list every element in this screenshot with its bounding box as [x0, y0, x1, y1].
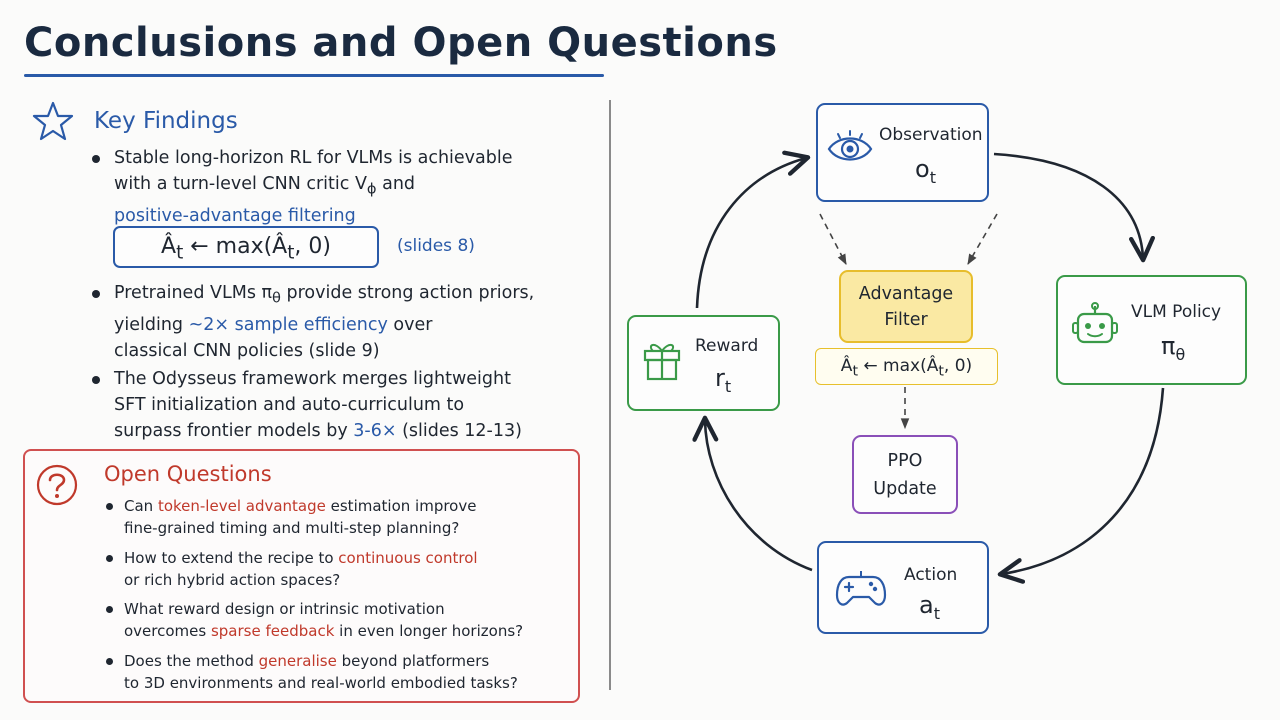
- formula-slides-ref: (slides 8): [397, 236, 475, 256]
- advantage-filter-line-1: Advantage: [858, 284, 954, 304]
- star-icon: [32, 101, 74, 141]
- page-title: Conclusions and Open Questions: [24, 20, 778, 66]
- arrow-policy-to-action: [997, 387, 1165, 584]
- finding-1: Stable long-horizon RL for VLMs is achie…: [88, 145, 568, 229]
- open-questions-panel: [23, 449, 580, 703]
- observation-symbol: ot: [915, 155, 936, 187]
- finding-3-line-2: SFT initialization and auto-curriculum t…: [114, 395, 465, 415]
- key-findings-list-3: The Odysseus framework merges lightweigh…: [88, 366, 568, 444]
- question-4-line-1: Does the method generalise beyond platfo…: [124, 651, 490, 670]
- finding-1-line-2: with a turn-level CNN critic Vϕ and: [114, 174, 416, 198]
- finding-2: Pretrained VLMs πθ provide strong action…: [88, 280, 568, 364]
- finding-2-line-3: classical CNN policies (slide 9): [114, 340, 380, 361]
- arrow-action-to-reward: [692, 415, 813, 572]
- action-label: Action: [904, 565, 958, 585]
- observation-label: Observation: [879, 125, 983, 145]
- question-2: How to extend the recipe to continuous c…: [104, 547, 574, 591]
- key-findings-list: Stable long-horizon RL for VLMs is achie…: [88, 145, 568, 229]
- finding-3-line-1: The Odysseus framework merges lightweigh…: [114, 369, 511, 389]
- advantage-formula: Ât ← max(Ât, 0): [113, 226, 379, 268]
- gift-icon: [643, 344, 681, 381]
- vlm-policy-label: VLM Policy: [1131, 302, 1222, 322]
- dashed-observation-to-filter-left: [819, 213, 847, 265]
- open-questions-list: Can token-level advantage estimation imp…: [104, 495, 574, 701]
- finding-3: The Odysseus framework merges lightweigh…: [88, 366, 568, 444]
- action-node: Action at: [817, 541, 989, 634]
- question-1: Can token-level advantage estimation imp…: [104, 495, 574, 539]
- vlm-policy-node: VLM Policy πθ: [1056, 275, 1247, 385]
- robot-icon: [1072, 302, 1118, 344]
- question-2-line-1: How to extend the recipe to continuous c…: [124, 548, 478, 567]
- arrow-reward-to-observation: [695, 150, 811, 309]
- gamepad-icon: [835, 571, 887, 606]
- eye-icon: [827, 130, 873, 161]
- observation-node: Observation ot: [816, 103, 989, 202]
- finding-2-line-1: Pretrained VLMs πθ provide strong action…: [114, 283, 535, 307]
- question-1-line-2: fine-grained timing and multi-step plann…: [124, 519, 460, 537]
- finding-1-line-3: positive-advantage filtering: [114, 205, 356, 226]
- dashed-observation-to-filter-right: [967, 213, 998, 265]
- title-underline: [24, 74, 604, 77]
- finding-1-line-1: Stable long-horizon RL for VLMs is achie…: [114, 148, 513, 168]
- reward-label: Reward: [695, 336, 759, 356]
- question-4-line-2: to 3D environments and real-world embodi…: [124, 673, 518, 692]
- action-symbol: at: [919, 591, 940, 623]
- key-findings-list-2: Pretrained VLMs πθ provide strong action…: [88, 280, 568, 364]
- filter-formula: Ât ← max(Ât, 0): [815, 348, 998, 385]
- advantage-filter-node: Advantage Filter: [839, 270, 973, 343]
- reward-symbol: rt: [715, 364, 732, 396]
- advantage-filter-line-2: Filter: [884, 310, 928, 330]
- question-3-line-1: What reward design or intrinsic motivati…: [124, 600, 445, 618]
- finding-3-line-3: surpass frontier models by 3-6× (slides …: [114, 421, 522, 441]
- question-icon: [36, 464, 78, 506]
- vlm-policy-symbol: πθ: [1161, 332, 1186, 364]
- ppo-update-node: PPO Update: [852, 435, 958, 514]
- question-1-line-1: Can token-level advantage estimation imp…: [124, 497, 477, 515]
- key-findings-heading: Key Findings: [94, 108, 238, 134]
- ppo-line-2: Update: [873, 479, 937, 499]
- question-3-line-2: overcomes sparse feedback in even longer…: [124, 622, 524, 640]
- column-divider: [609, 100, 611, 690]
- open-questions-heading: Open Questions: [104, 462, 272, 486]
- reward-node: Reward rt: [627, 315, 780, 411]
- question-4: Does the method generalise beyond platfo…: [104, 650, 574, 694]
- question-3: What reward design or intrinsic motivati…: [104, 598, 574, 642]
- finding-2-line-2: yielding ~2× sample efficiency over: [114, 314, 433, 335]
- ppo-line-1: PPO: [887, 451, 923, 471]
- arrow-observation-to-policy: [993, 152, 1155, 263]
- question-2-line-2: or rich hybrid action spaces?: [124, 570, 341, 589]
